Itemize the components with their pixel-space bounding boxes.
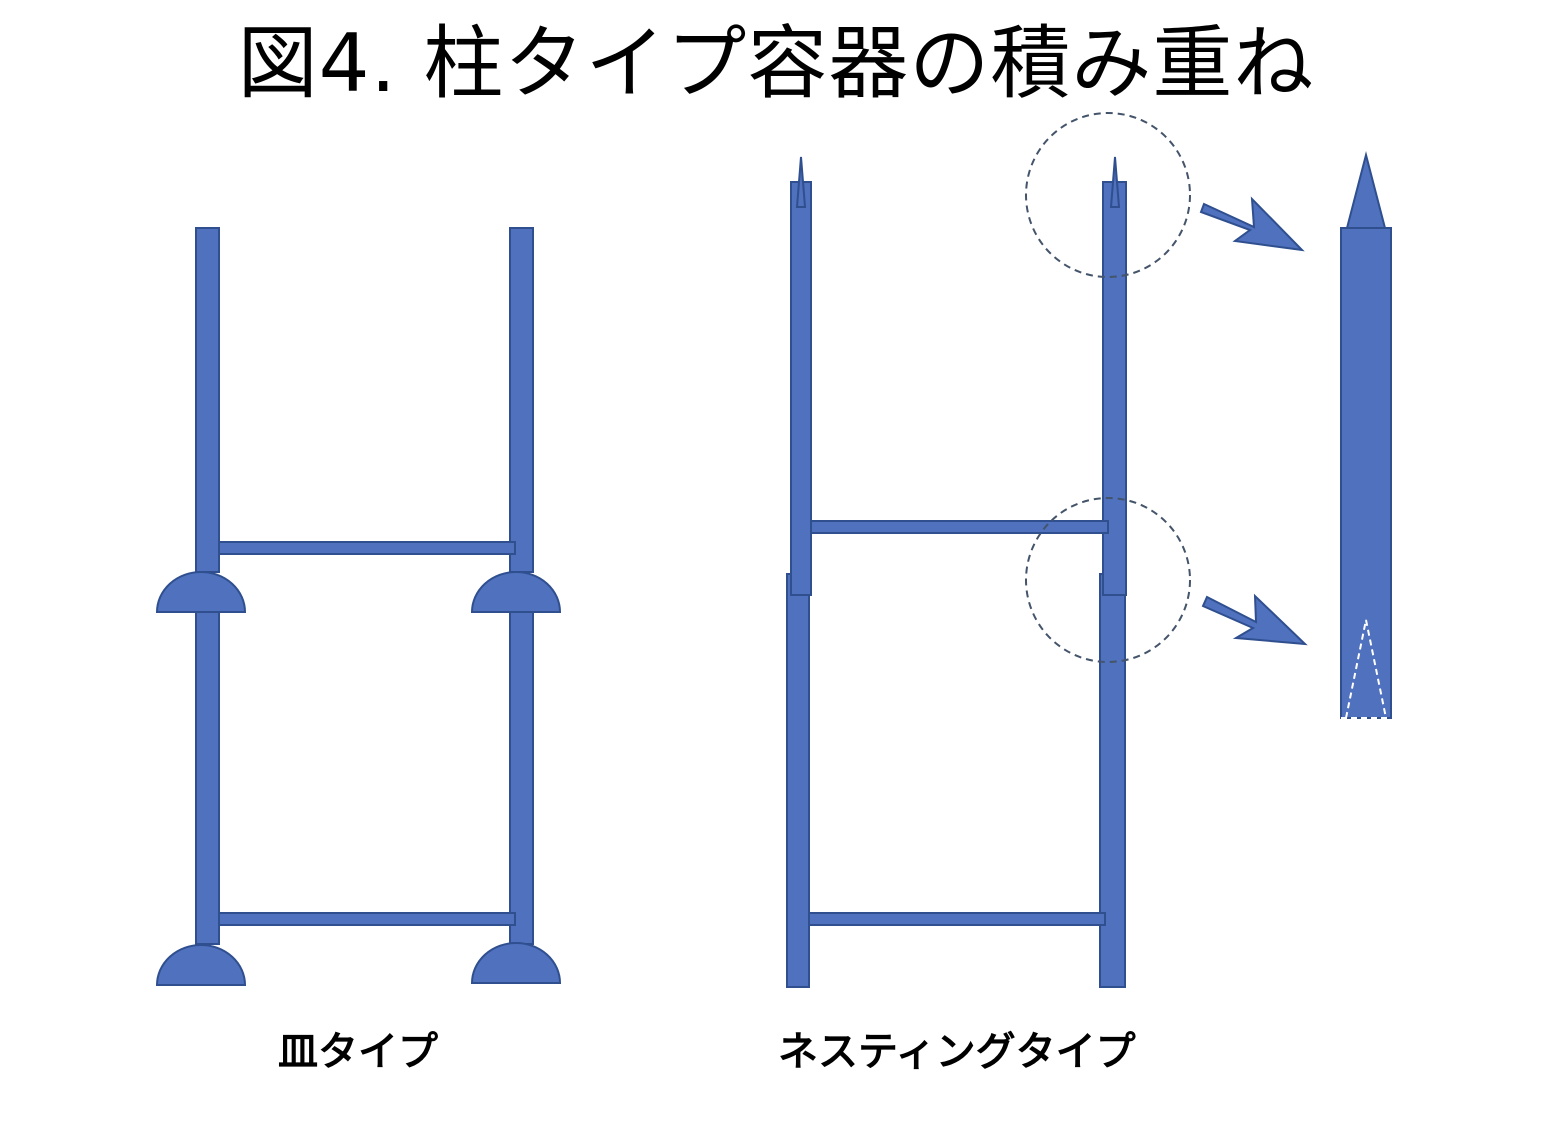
- dish-type-stack: [155, 227, 562, 986]
- nesting-upper-shelf: [810, 520, 1109, 534]
- dish-lower-left-foot: [155, 944, 247, 986]
- nesting-type-stack: [786, 156, 1127, 988]
- dish-type-caption: 皿タイプ: [278, 1029, 438, 1075]
- arrow-right-icon: [1201, 593, 1308, 646]
- dish-upper-left-post: [195, 227, 220, 573]
- nesting-type-caption: ネスティングタイプ: [778, 1029, 1136, 1075]
- detail-spike-tip: [1345, 151, 1387, 229]
- dish-lower-shelf: [218, 912, 516, 926]
- dish-lower-right-post: [509, 611, 534, 945]
- detail-hidden-socket: [1345, 619, 1387, 719]
- callout-circle-joint: [1025, 497, 1191, 663]
- dish-lower-right-foot: [470, 942, 562, 984]
- dish-upper-left-foot: [155, 571, 247, 613]
- nesting-upper-left-post: [790, 181, 812, 596]
- dish-upper-right-post: [509, 227, 534, 573]
- detail-post: [1340, 227, 1392, 719]
- dish-upper-shelf: [218, 541, 516, 555]
- dish-upper-right-foot: [470, 571, 562, 613]
- callout-circle-top: [1025, 112, 1191, 278]
- arrow-right-icon: [1199, 196, 1305, 252]
- detail-callouts: [1025, 112, 1392, 719]
- dish-lower-left-post: [195, 611, 220, 945]
- nesting-left-spike: [795, 156, 807, 208]
- figure-title: 図4. 柱タイプ容器の積み重ね: [237, 17, 1315, 110]
- nesting-right-spike: [1109, 156, 1121, 208]
- nesting-lower-shelf: [808, 912, 1106, 926]
- nesting-lower-left-post: [786, 573, 810, 988]
